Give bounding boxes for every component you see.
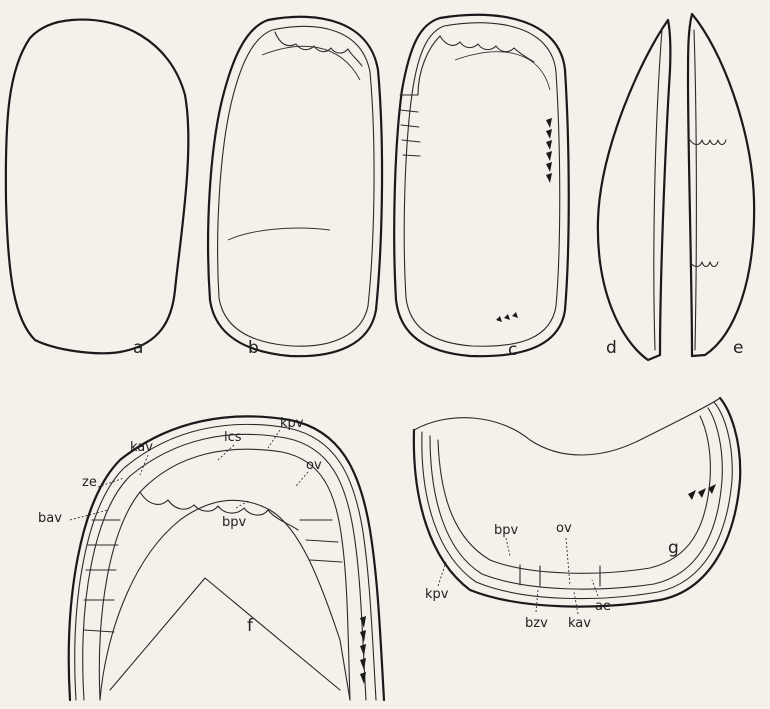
panel-letter-d: d <box>606 338 617 358</box>
panel-a: a <box>6 20 189 358</box>
label-kpv-g: kpv <box>425 587 449 602</box>
inner-margin-g <box>430 408 722 589</box>
leader-kpv <box>268 430 280 448</box>
label-bav: bav <box>38 511 62 526</box>
panel-g: bpv ov kpv bzv kav ae g <box>414 398 740 631</box>
inner-line-c <box>455 52 550 90</box>
panel-letter-f: f <box>247 616 254 636</box>
inner-margin-c <box>404 23 560 347</box>
inner-margin-b <box>218 26 374 346</box>
label-bpv-g: bpv <box>494 523 519 538</box>
panel-letter-e: e <box>733 338 743 358</box>
leader-lcs <box>218 445 234 460</box>
line-of-concrescence-f <box>99 449 350 700</box>
label-bzv-g: bzv <box>525 616 548 631</box>
valve-outline-e <box>688 14 754 356</box>
teeth-f <box>360 616 366 684</box>
panel-e: e <box>688 14 754 358</box>
label-kpv: kpv <box>280 416 304 431</box>
inner-line-e <box>694 30 696 350</box>
valve-outline-g <box>414 398 740 607</box>
label-kav: kav <box>130 440 153 455</box>
leader-kpv-g <box>438 562 446 586</box>
panel-letter-g: g <box>668 538 679 558</box>
leader-ov-g <box>566 538 570 586</box>
valve-outline-f <box>69 416 384 700</box>
panel-d: d <box>598 20 671 360</box>
septa-row-b <box>275 32 362 66</box>
septa-column-c <box>400 36 440 156</box>
label-ae-g: ae <box>595 599 611 614</box>
inner-body-f <box>100 500 350 700</box>
label-bpv: bpv <box>222 515 247 530</box>
valve-outline-c <box>394 15 569 356</box>
teeth-ventral-c <box>496 312 518 322</box>
label-lcs: lcs <box>224 430 242 445</box>
panel-letter-b: b <box>248 338 259 358</box>
leader-bpv-g <box>506 538 510 556</box>
crenulation-upper-e <box>690 140 726 145</box>
inner-body-g <box>414 398 720 455</box>
crenulation-lower-e <box>690 262 718 267</box>
inner-margin-f <box>83 434 366 700</box>
septa-g <box>520 565 600 586</box>
septa-row-c <box>440 36 534 62</box>
label-ov: ov <box>306 458 322 473</box>
valve-outline-a <box>6 20 189 354</box>
leader-bzv-g <box>536 590 538 612</box>
panel-f: lcs kav kpv ov ze bav bpv f <box>38 416 384 700</box>
label-ze: ze <box>82 475 97 490</box>
septa-f <box>84 492 342 632</box>
leader-ae-g <box>592 580 598 596</box>
leader-ov <box>296 472 308 486</box>
panel-letter-c: c <box>508 340 517 360</box>
leader-kav-g <box>574 592 578 614</box>
panel-b: b <box>208 17 382 358</box>
inner-line-b <box>228 46 360 240</box>
panel-letter-a: a <box>133 338 143 358</box>
label-ov-g: ov <box>556 521 572 536</box>
teeth-posterior-c <box>546 118 552 183</box>
teeth-g <box>688 484 716 500</box>
valve-outline-b <box>208 17 382 356</box>
label-kav-g: kav <box>568 616 591 631</box>
panel-c: c <box>394 15 569 360</box>
central-angle-f <box>110 578 340 690</box>
